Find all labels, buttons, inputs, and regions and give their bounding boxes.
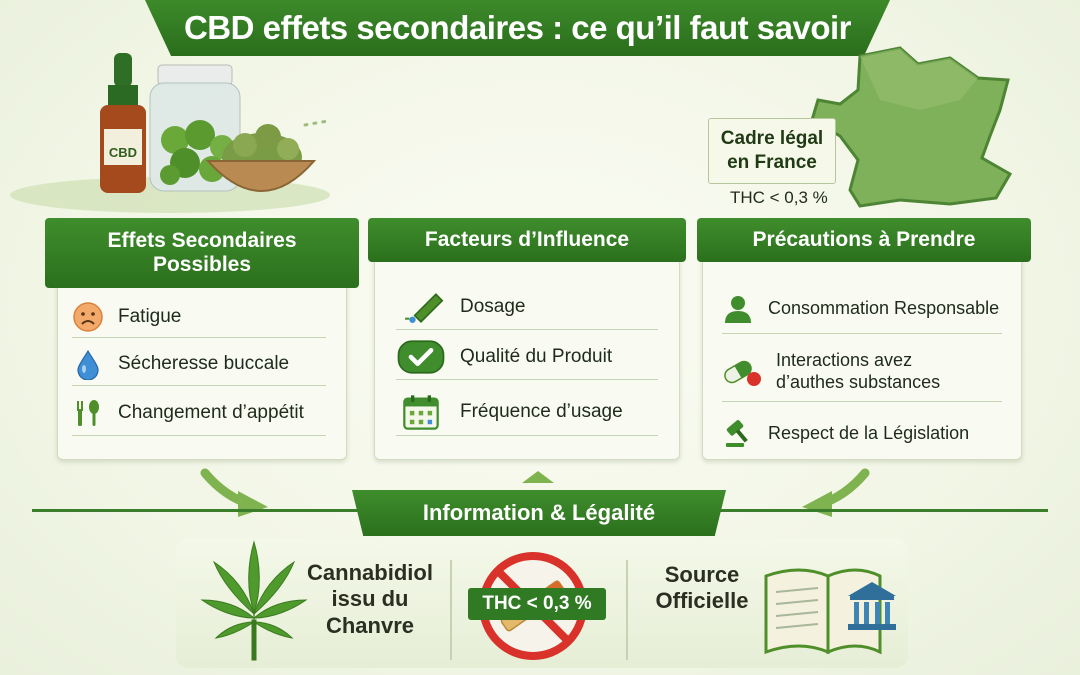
cannabidiol-text: Cannabidiol issu du Chanvre xyxy=(300,560,440,639)
precaution-label-2-line1: Interactions avez xyxy=(776,349,913,370)
precautions-header: Précautions à Prendre xyxy=(752,227,976,251)
factor-item-frequency: Fréquence d’usage xyxy=(396,388,658,436)
factor-label-1: Dosage xyxy=(460,295,526,317)
precaution-item-responsible: Consommation Responsable xyxy=(722,284,1002,334)
precautions-panel-header: Précautions à Prendre xyxy=(697,218,1031,262)
bottle-label: CBD xyxy=(108,145,138,160)
page-title: CBD effets secondaires : ce qu’il faut s… xyxy=(183,9,852,46)
thc-limit-badge: THC < 0,3 % xyxy=(468,588,606,620)
legal-framework-box: Cadre légal en France xyxy=(708,118,836,184)
legal-thc-limit: THC < 0,3 % xyxy=(730,188,828,207)
effects-header-line2: Possibles xyxy=(152,253,252,276)
separator-right xyxy=(626,560,628,660)
effect-label-3: Changement d’appétit xyxy=(118,401,304,423)
hemp-leaf-icon xyxy=(200,540,308,661)
title-banner: CBD effets secondaires : ce qu’il faut s… xyxy=(145,0,890,56)
factors-header: Facteurs d’Influence xyxy=(424,227,630,251)
factor-label-2: Qualité du Produit xyxy=(460,345,613,367)
official-source-line1: Source xyxy=(664,562,740,587)
precaution-label-3: Respect de la Législation xyxy=(768,422,970,443)
thc-limit-label: THC < 0,3 % xyxy=(482,593,592,614)
gavel-icon xyxy=(726,420,748,447)
connector-arrows xyxy=(200,468,870,517)
information-banner: Information & Légalité xyxy=(352,490,726,536)
effect-label-2: Sécheresse buccale xyxy=(118,352,290,374)
effect-label-1: Fatigue xyxy=(118,305,182,327)
information-banner-label: Information & Légalité xyxy=(422,500,656,525)
person-icon xyxy=(725,295,751,323)
courthouse-icon xyxy=(848,582,896,630)
effect-item-fatigue: Fatigue xyxy=(72,296,326,338)
france-map-illustration xyxy=(810,46,1013,208)
legal-box-line1: Cadre légal xyxy=(720,128,824,150)
precaution-label-2: Interactions avez d’authes substances xyxy=(776,350,940,393)
cannabidiol-line3: Chanvre xyxy=(325,612,415,638)
effect-item-appetite: Changement d’appétit xyxy=(72,390,326,436)
factor-item-dosage: Dosage xyxy=(396,284,658,330)
calendar-icon xyxy=(403,394,439,430)
cannabidiol-line2: issu du xyxy=(331,586,409,612)
effects-panel-header: Effets Secondaires Possibles xyxy=(45,218,359,288)
effect-item-dry-mouth: Sécheresse buccale xyxy=(72,342,326,386)
sad-face-icon xyxy=(73,301,103,332)
factor-item-quality: Qualité du Produit xyxy=(396,334,658,380)
check-badge-icon xyxy=(397,339,445,374)
cbd-products-illustration xyxy=(10,53,330,213)
precaution-item-interactions: Interactions avez d’authes substances xyxy=(722,342,1002,402)
water-drop-icon xyxy=(77,349,99,380)
precaution-label-2-line2: d’authes substances xyxy=(776,371,941,392)
legal-box-line2: en France xyxy=(727,152,817,173)
effects-header-line1: Effets Secondaires xyxy=(107,228,297,252)
official-source-line2: Officielle xyxy=(655,588,749,614)
precaution-item-legislation: Respect de la Législation xyxy=(722,410,1002,456)
factor-label-3: Fréquence d’usage xyxy=(460,400,623,422)
precaution-label-1: Consommation Responsable xyxy=(768,298,1000,318)
official-source-text: Source Officielle xyxy=(640,562,764,615)
pill-icon xyxy=(724,360,761,386)
separator-left xyxy=(450,560,452,660)
factors-panel-header: Facteurs d’Influence xyxy=(368,218,686,262)
dropper-icon xyxy=(405,292,444,323)
cannabidiol-line1: Cannabidiol xyxy=(307,560,433,585)
fork-spoon-icon xyxy=(77,399,99,426)
